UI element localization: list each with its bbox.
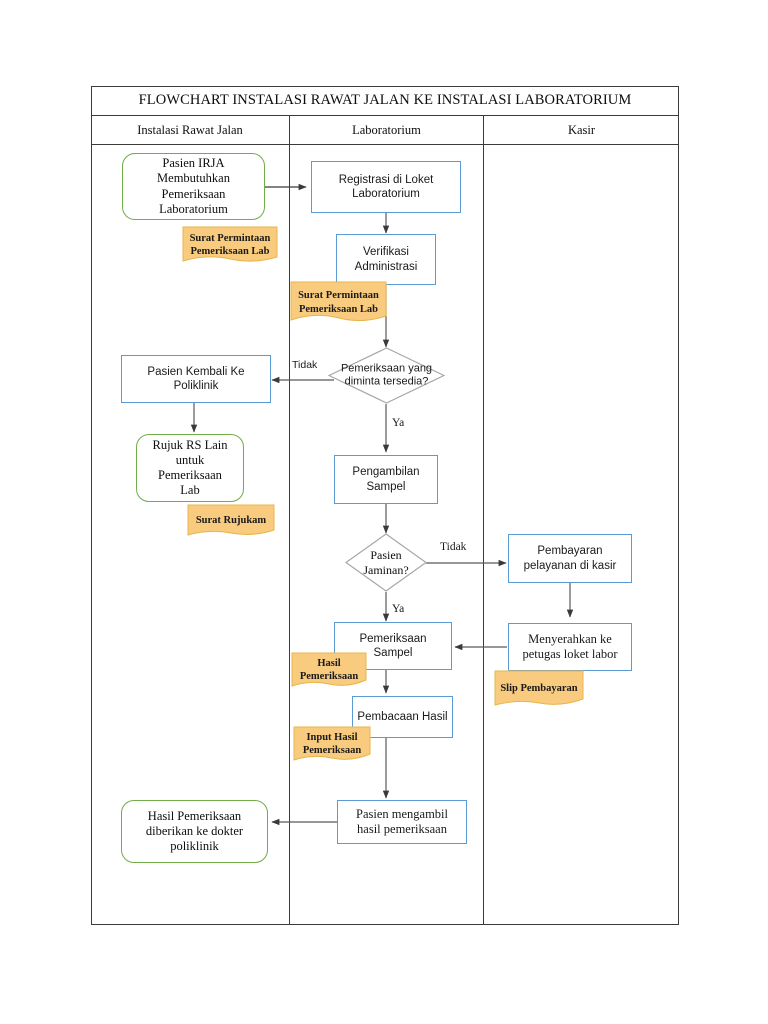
edge-label-ya-2: Ya [392, 603, 405, 615]
edge-label-ya-1: Ya [392, 417, 405, 429]
diamond-shape [328, 347, 445, 404]
lane-label: Laboratorium [352, 122, 421, 137]
edge-label-tidak-1: Tidak [292, 359, 318, 371]
note-shape [182, 226, 278, 262]
lane-header-kasir: Kasir [483, 116, 679, 145]
lane-header-instalasi-rawat-jalan: Instalasi Rawat Jalan [91, 116, 289, 145]
lane-divider-2 [483, 145, 484, 925]
lane-header-laboratorium: Laboratorium [289, 116, 483, 145]
edge-label-tidak-2: Tidak [440, 541, 467, 553]
note-surat-rujukam: Surat Rujukam [187, 504, 275, 537]
note-label: Surat Rujukam [195, 514, 267, 526]
lane-label: Instalasi Rawat Jalan [137, 122, 243, 137]
chart-title-row: FLOWCHART INSTALASI RAWAT JALAN KE INSTA… [91, 86, 679, 116]
note-shape [290, 281, 387, 322]
note-label: Slip Pembayaran [500, 682, 578, 694]
note-shape [187, 504, 275, 536]
lane-divider-1 [289, 145, 290, 925]
page-title: FLOWCHART INSTALASI RAWAT JALAN KE INSTA… [138, 92, 632, 108]
diamond-shape [345, 533, 427, 592]
note-shape [494, 670, 584, 706]
note-shape [293, 726, 371, 761]
lane-label: Kasir [567, 122, 596, 137]
chart-frame [91, 86, 679, 925]
note-slip-pembayaran: Slip Pembayaran [494, 670, 584, 707]
node-label: Pembacaan Hasil [357, 710, 448, 723]
note-shape [291, 652, 367, 687]
